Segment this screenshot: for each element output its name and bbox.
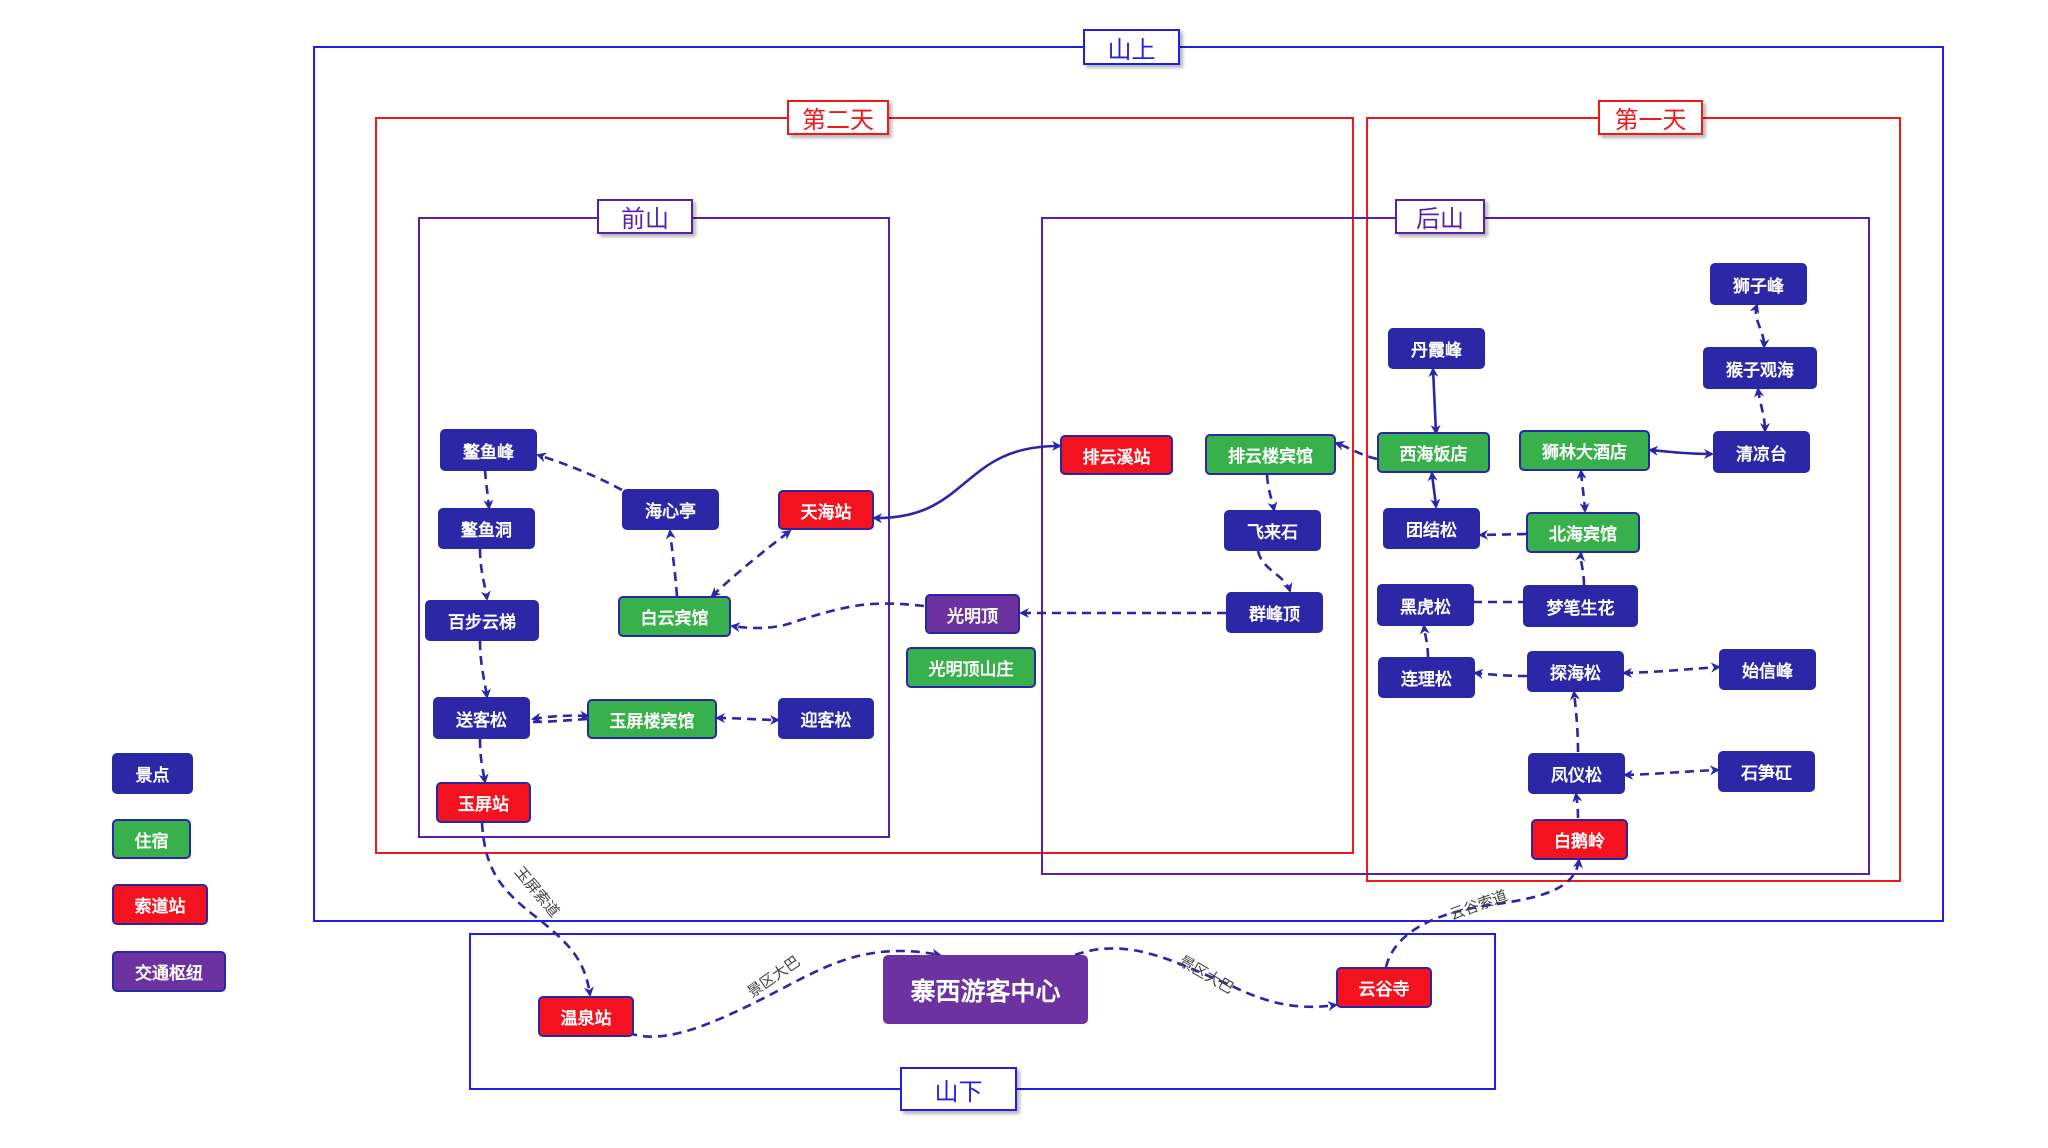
edge-zhaixi-yungusi xyxy=(1074,947,1338,1012)
edge-baiyun-tianhai xyxy=(710,529,792,598)
node-tuanjiesong[interactable]: 团结松 xyxy=(1383,508,1480,549)
node-danxiafeng[interactable]: 丹霞峰 xyxy=(1388,328,1485,369)
edge-baie-fengyi xyxy=(1572,792,1583,819)
edge-paiyunlou-feilaishi xyxy=(1265,474,1278,512)
edge-tanhai-lianli xyxy=(1473,668,1528,679)
edge-songkesong-yupingzhan xyxy=(478,738,489,784)
edge-label-bus-right: 景区大巴 xyxy=(1176,952,1237,998)
edge-songkesong-yupinglou xyxy=(531,710,590,723)
node-qunfengding[interactable]: 群峰顶 xyxy=(1226,592,1323,633)
node-houziguanhai[interactable]: 猴子观海 xyxy=(1703,347,1817,389)
node-aoyudong[interactable]: 鳌鱼洞 xyxy=(438,508,535,549)
edge-label-yuping-cable: 玉屏索道 xyxy=(511,863,563,921)
edge-xihai-paiyunlou xyxy=(1334,440,1378,461)
node-beihai[interactable]: 北海宾馆 xyxy=(1526,512,1640,553)
edge-songkesong-yupinglou-2 xyxy=(532,717,589,724)
node-feilaishi[interactable]: 飞来石 xyxy=(1224,510,1321,551)
edge-guangmingding-baiyun xyxy=(730,602,925,633)
node-paiyunlou[interactable]: 排云楼宾馆 xyxy=(1205,434,1336,475)
edge-baiyun-haixinting xyxy=(665,529,679,597)
frame-label-shan-shang: 山上 xyxy=(1083,29,1180,65)
edge-fengyi-shisun xyxy=(1623,765,1720,780)
node-songkesong[interactable]: 送客松 xyxy=(433,697,530,739)
edge-haixinting-aoyufeng xyxy=(536,452,623,492)
node-aoyufeng[interactable]: 鳌鱼峰 xyxy=(440,429,537,471)
edge-houzi-qingliangtai xyxy=(1754,387,1770,433)
legend-lodging: 住宿 xyxy=(112,819,191,859)
node-baibuyunti[interactable]: 百步云梯 xyxy=(425,600,539,641)
edge-aoyufeng-aoyudong xyxy=(483,469,494,510)
node-tianhaizhan[interactable]: 天海站 xyxy=(778,490,874,530)
edge-lianli-heihu xyxy=(1419,624,1430,658)
node-shilin[interactable]: 狮林大酒店 xyxy=(1519,430,1650,471)
frame-label-day-one: 第一天 xyxy=(1598,100,1703,135)
node-zhaixi-visitor-center[interactable]: 寨西游客中心 xyxy=(883,955,1088,1024)
node-mengbishenghua[interactable]: 梦笔生花 xyxy=(1523,585,1638,627)
edge-wenquanzhan-zhaixi xyxy=(614,948,942,1038)
node-shisungang[interactable]: 石笋矼 xyxy=(1718,751,1815,792)
edge-xihai-danxia xyxy=(1428,367,1441,435)
node-baiyunbinguan[interactable]: 白云宾馆 xyxy=(618,596,731,637)
edge-aoyudong-baibuyunti xyxy=(478,548,491,601)
node-yingkesong[interactable]: 迎客松 xyxy=(778,698,874,739)
edge-tianhai-paiyunxi xyxy=(872,440,1062,524)
node-yupingzhan[interactable]: 玉屏站 xyxy=(436,782,531,823)
node-qingliangtai[interactable]: 清凉台 xyxy=(1713,431,1810,473)
edge-beihai-tuanjie xyxy=(1478,529,1527,540)
edge-mengbi-beihai xyxy=(1575,551,1586,586)
edge-tanhai-shixin xyxy=(1622,662,1721,678)
node-xihaifandian[interactable]: 西海饭店 xyxy=(1377,432,1490,473)
node-shixinfeng[interactable]: 始信峰 xyxy=(1719,649,1816,690)
node-lianlisong[interactable]: 连理松 xyxy=(1378,657,1475,698)
frame-label-hou-shan: 后山 xyxy=(1395,199,1485,234)
edge-feilaishi-qunfengding xyxy=(1256,550,1293,593)
legend-scenic: 景点 xyxy=(112,753,193,794)
edge-shizifeng-houzi xyxy=(1749,303,1770,349)
node-guangmingdingshanzhuang[interactable]: 光明顶山庄 xyxy=(906,647,1036,688)
node-shizifeng[interactable]: 狮子峰 xyxy=(1710,263,1807,305)
legend-transport-hub: 交通枢纽 xyxy=(112,951,226,992)
frame-label-day-two: 第二天 xyxy=(787,100,889,135)
node-heihusong[interactable]: 黑虎松 xyxy=(1377,584,1474,626)
edge-xihai-tuanjie xyxy=(1427,471,1441,509)
edge-shilin-qingliangtai xyxy=(1648,445,1714,459)
edge-baibuyunti-songkesong xyxy=(478,640,491,699)
edge-yupinglou-yingkesong xyxy=(715,713,780,725)
frame-label-shan-xia: 山下 xyxy=(900,1067,1017,1111)
node-paiyunxizhan[interactable]: 排云溪站 xyxy=(1060,435,1173,475)
node-yupinglou[interactable]: 玉屏楼宾馆 xyxy=(587,699,717,739)
node-haixinting[interactable]: 海心亭 xyxy=(622,489,719,530)
node-guangmingding[interactable]: 光明顶 xyxy=(925,594,1020,634)
edge-beihai-shilin xyxy=(1576,469,1590,513)
node-fengyisong[interactable]: 凤仪松 xyxy=(1528,753,1625,794)
edge-fengyi-tanhai xyxy=(1569,690,1580,753)
node-yungusi[interactable]: 云谷寺 xyxy=(1336,967,1432,1008)
frame-label-qian-shan: 前山 xyxy=(597,199,693,234)
edge-label-yungu-cable: 云谷索道 xyxy=(1447,886,1510,923)
node-wenquanzhan[interactable]: 温泉站 xyxy=(538,996,634,1037)
node-baieling[interactable]: 白鹅岭 xyxy=(1531,819,1628,860)
legend-cable-station: 索道站 xyxy=(112,884,208,925)
edge-yupingzhan-wenquanzhan xyxy=(480,822,594,997)
node-tanhaisong[interactable]: 探海松 xyxy=(1527,651,1624,692)
edge-yungusi-baieling xyxy=(1384,858,1583,968)
